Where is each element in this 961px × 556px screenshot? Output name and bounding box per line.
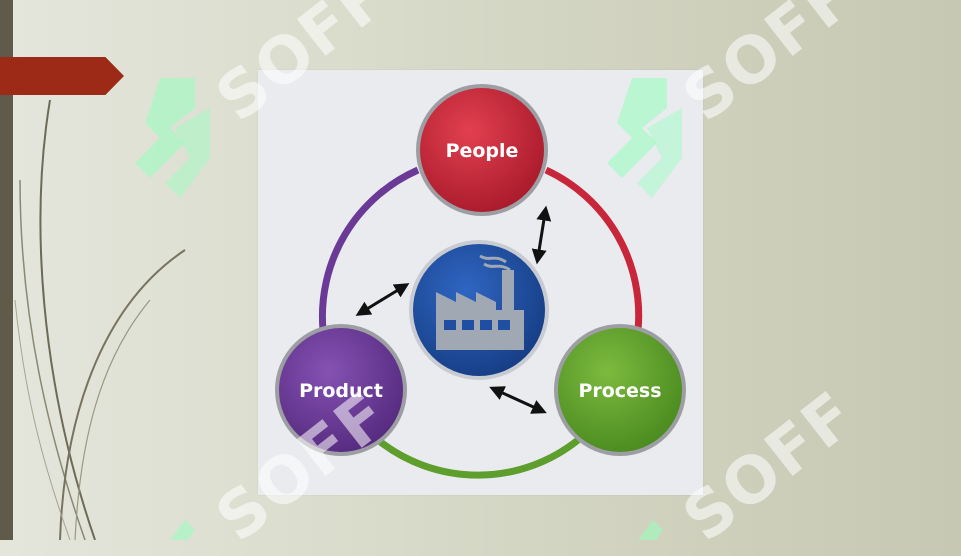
title-arrow-tab (0, 57, 124, 95)
process-node: Process (554, 324, 686, 456)
arrow-people-center (531, 205, 552, 265)
grass-decoration (14, 99, 186, 540)
arrow-product-center (355, 283, 410, 316)
product-node: Product (275, 324, 407, 456)
slide-left-bar (0, 0, 13, 540)
people-label: People (446, 140, 519, 162)
factory-icon (436, 254, 524, 350)
ring-arc-process-product (375, 437, 581, 479)
product-label: Product (299, 380, 383, 402)
factory-center-node (409, 240, 549, 380)
cycle-diagram: People Process Product (275, 84, 686, 479)
ring-arc-people-process (544, 166, 643, 331)
watermark-logo (638, 520, 663, 540)
diagram-panel: People Process Product (258, 70, 703, 495)
people-node: People (416, 84, 548, 216)
arrow-process-center (489, 386, 547, 414)
ring-arc-product-people (318, 166, 420, 331)
process-label: Process (578, 380, 661, 402)
